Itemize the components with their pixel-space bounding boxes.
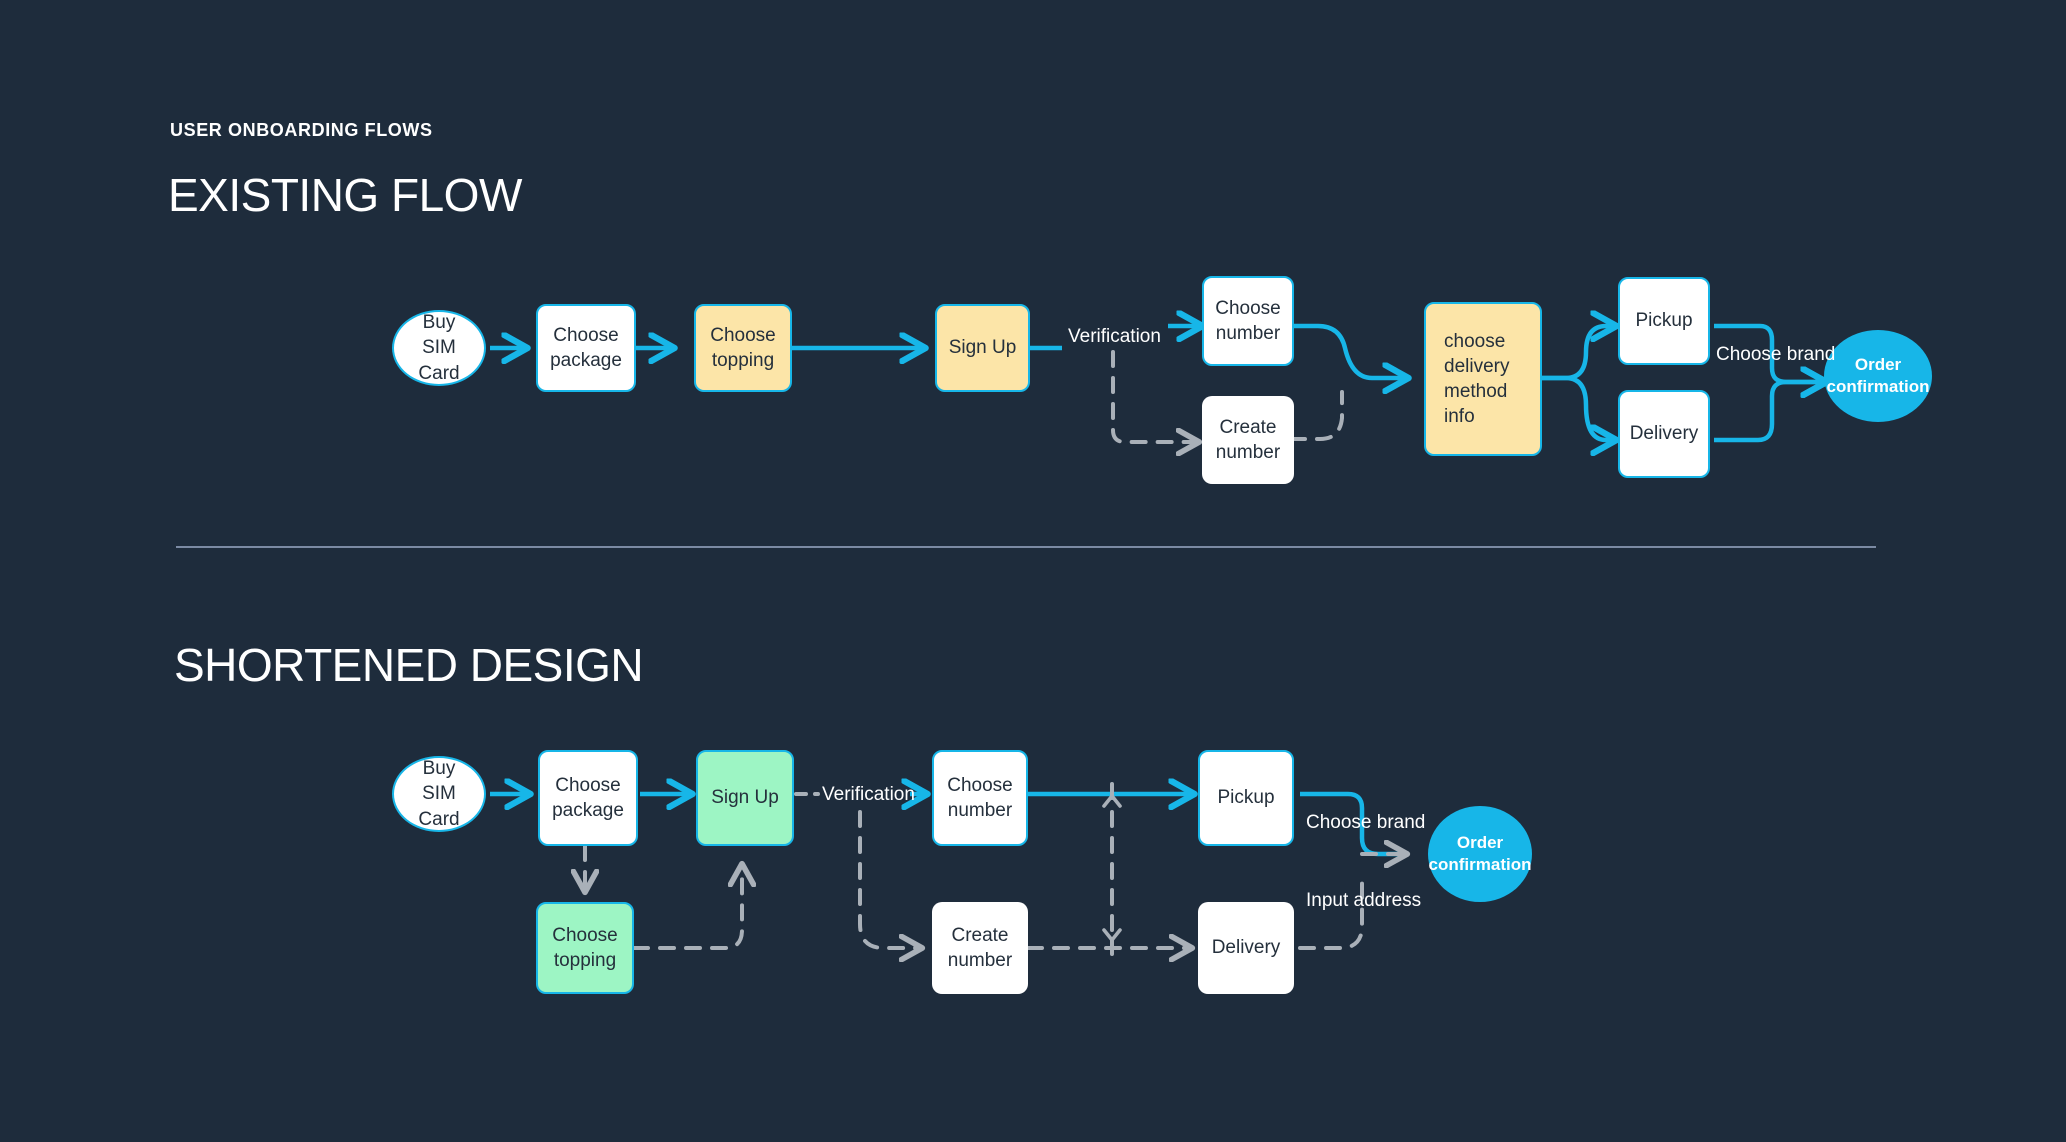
edge-label-choose-brand: Choose brand: [1716, 344, 1836, 365]
edge-label-sh-verification: Verification: [822, 784, 915, 805]
edge-label-sh-choose-brand: Choose brand: [1306, 812, 1426, 833]
edge-deliveryinfo-to-pickup: [1542, 326, 1614, 381]
node-sh-pickup[interactable]: Pickup: [1198, 750, 1294, 846]
edge-sh-branch-arrowhead-up: [1102, 794, 1122, 808]
edge-createnumber-to-deliveryinfo: [1289, 390, 1344, 441]
node-sign-up[interactable]: Sign Up: [935, 304, 1030, 392]
section-title-existing-flow: EXISTING FLOW: [168, 169, 522, 221]
node-pickup[interactable]: Pickup: [1618, 277, 1710, 365]
section-title-shortened-design: SHORTENED DESIGN: [174, 639, 644, 691]
node-sh-sign-up[interactable]: Sign Up: [696, 750, 794, 846]
edge-label-verification: Verification: [1068, 326, 1161, 347]
section-divider: [176, 546, 1876, 548]
node-delivery[interactable]: Delivery: [1618, 390, 1710, 478]
edge-verification-to-createnumber: [1111, 350, 1197, 442]
edge-sh-branch-arrowhead-down: [1102, 928, 1122, 942]
page-eyebrow: USER ONBOARDING FLOWS: [170, 120, 433, 140]
edge-label-sh-input-address: Input address: [1306, 890, 1422, 911]
edge-delivery-to-orderconfirmation: [1714, 382, 1824, 443]
node-sh-delivery[interactable]: Delivery: [1198, 902, 1294, 994]
edge-sh-verification-to-createnumber: [858, 810, 920, 948]
edge-choosenumber-to-deliveryinfo: [1291, 323, 1406, 378]
edge-sh-choosetopping-to-signup: [632, 866, 742, 950]
edge-deliveryinfo-to-delivery: [1542, 375, 1614, 440]
